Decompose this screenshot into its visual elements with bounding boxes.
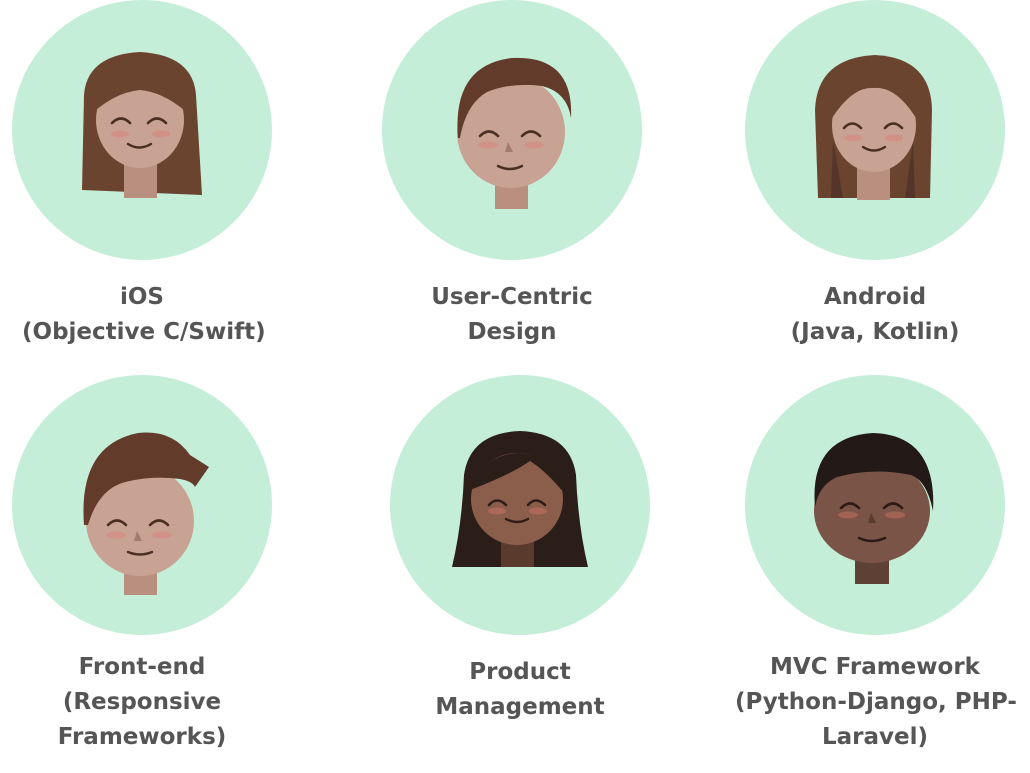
team-label-ios: iOS (Objective C/Swift) [22,280,266,350]
man-dark-short-hair-avatar [745,375,1005,635]
role-subtitle: (Java, Kotlin) [790,319,960,345]
team-label-user-centric-design: User-Centric Design [392,280,632,350]
woman-long-brown-hair-avatar [745,0,1005,260]
role-subtitle: Design [467,319,557,345]
man-brown-swept-hair-avatar [12,375,272,635]
role-subtitle: (Responsive [62,689,222,715]
role-subtitle: (Objective C/Swift) [22,319,266,345]
woman-dark-long-hair-avatar [390,375,650,635]
woman-long-brown-hair-avatar [12,0,272,260]
role-subtitle-extra: Frameworks) [57,724,227,750]
role-title: Product [469,659,571,685]
role-title: Android [823,284,927,310]
role-subtitle: (Python-Django, PHP- [735,689,1017,715]
team-label-product-management: Product Management [400,655,640,725]
team-label-mvc-framework: MVC Framework (Python-Django, PHP- Larav… [735,650,1017,755]
role-title: iOS [119,284,164,310]
role-subtitle: Management [435,694,605,720]
role-title: Front-end [78,654,206,680]
role-title: User-Centric [431,284,593,310]
role-title: MVC Framework [770,654,980,680]
role-subtitle-extra: Laravel) [821,724,929,750]
team-label-front-end: Front-end (Responsive Frameworks) [22,650,262,755]
team-label-android: Android (Java, Kotlin) [755,280,995,350]
man-brown-hair-avatar [382,0,642,260]
